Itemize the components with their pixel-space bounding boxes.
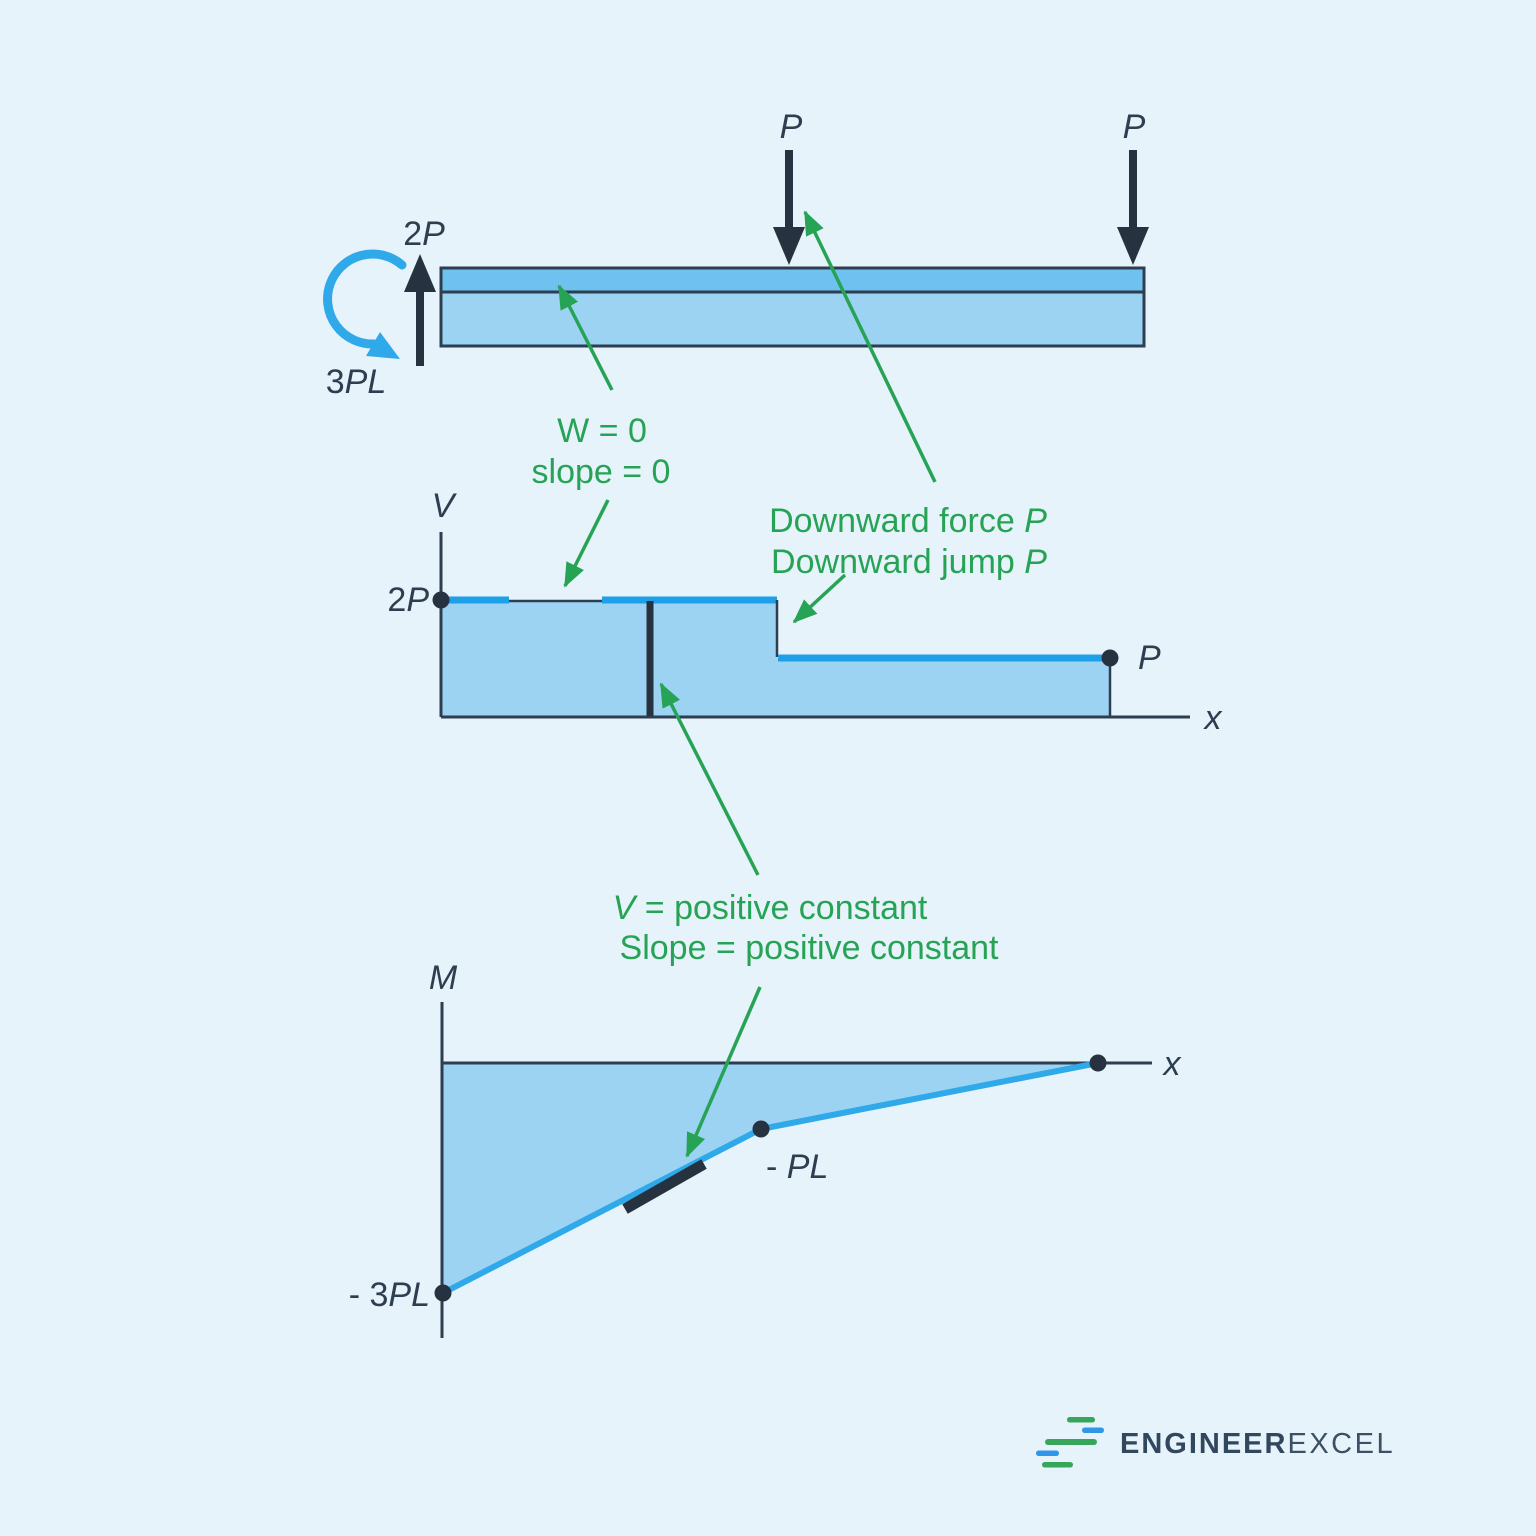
shear-start-point	[432, 591, 450, 609]
label-num: -	[766, 1148, 787, 1186]
annotation-arrow-downward-jump	[792, 573, 847, 624]
annotation-arrow-v-constant	[659, 682, 760, 876]
moment-kink-point	[752, 1120, 770, 1138]
annotation-w-zero-line1: W = 0	[557, 412, 647, 450]
reaction-force-arrowhead-icon	[404, 254, 436, 292]
mid-load-label: P	[780, 108, 803, 146]
annotation-arrow-beam-w-zero	[557, 284, 614, 391]
logo-wordmark: ENGINEEREXCEL	[1120, 1428, 1395, 1460]
reaction-moment-label: 3PL	[326, 363, 387, 401]
label-num: 2	[403, 215, 422, 253]
moment-start-point	[434, 1284, 452, 1302]
label-var: PL	[787, 1148, 829, 1186]
label-num: 3	[326, 363, 345, 401]
label-var: PL	[345, 363, 387, 401]
annotations: W = 0 slope = 0 Downward force P Downwar…	[532, 210, 1047, 1158]
annotation-arrow-slope-constant	[685, 986, 762, 1158]
shear-x-axis-label: x	[1203, 699, 1223, 737]
label-var: PL	[388, 1276, 430, 1314]
logo-text-bold: ENGINEER	[1120, 1428, 1287, 1460]
moment-arc-icon	[323, 249, 407, 349]
logo-text-light: EXCEL	[1287, 1428, 1395, 1460]
engineerexcel-logo: ENGINEEREXCEL	[1036, 1417, 1395, 1468]
moment-diagram: M x - 3PL - PL	[349, 959, 1182, 1338]
label-var: P	[406, 581, 429, 619]
logo-bar-green-1	[1067, 1417, 1095, 1423]
annotation-arrow-w-zero	[563, 499, 610, 588]
label-num: - 3	[349, 1276, 389, 1314]
annotation-v-constant-line2: Slope = positive constant	[620, 929, 1000, 967]
annotation-w-zero-line2: slope = 0	[532, 453, 671, 491]
shear-end-point	[1101, 649, 1119, 667]
end-load-label: P	[1123, 108, 1146, 146]
logo-bar-blue-2	[1036, 1450, 1059, 1456]
end-load-arrowhead-icon	[1117, 227, 1149, 265]
moment-arrowhead-icon	[366, 332, 400, 359]
moment-slope-bar	[622, 1159, 707, 1214]
annotation-arrow-downward-force	[803, 210, 937, 483]
moment-area-fill	[442, 1063, 1098, 1293]
logo-bars-icon	[1036, 1417, 1104, 1468]
moment-kink-value-label: - PL	[766, 1148, 828, 1186]
label-num: 2	[387, 581, 406, 619]
shear-y-axis-label: V	[432, 487, 458, 525]
shear-diagram: V x 2P P	[387, 487, 1222, 737]
shear-end-value-label: P	[1138, 639, 1161, 677]
beam-top-flange	[439, 266, 1146, 294]
logo-bar-green-3	[1042, 1462, 1073, 1468]
moment-start-value-label: - 3PL	[349, 1276, 430, 1314]
reaction-force-label: 2P	[403, 215, 445, 253]
mid-load-arrowhead-icon	[773, 227, 805, 265]
annotation-v-constant-line1: V = positive constant	[613, 889, 928, 927]
logo-bar-green-2	[1045, 1439, 1097, 1445]
shear-start-value-label: 2P	[387, 581, 429, 619]
moment-end-point	[1089, 1054, 1107, 1072]
annotation-downward-line1: Downward force P	[769, 502, 1047, 540]
annotation-downward-line2: Downward jump P	[771, 543, 1047, 581]
shear-area-fill	[441, 600, 1110, 717]
label-var: P	[422, 215, 445, 253]
logo-bar-blue-1	[1082, 1427, 1104, 1433]
moment-y-axis-label: M	[429, 959, 458, 997]
moment-x-axis-label: x	[1162, 1045, 1182, 1083]
